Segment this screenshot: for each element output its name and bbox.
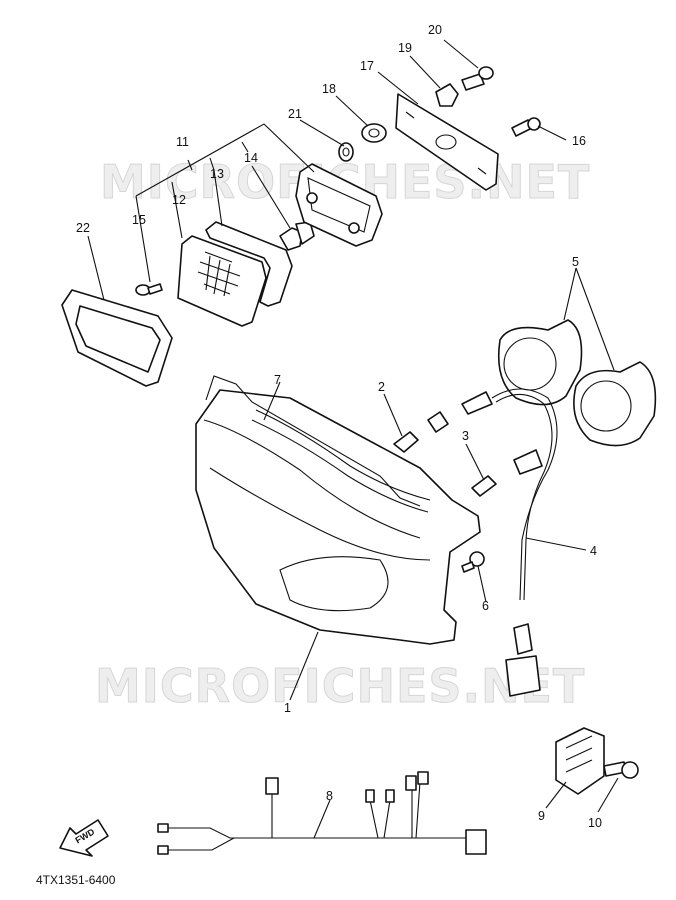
watermark-bottom: MICROFICHES.NET <box>95 659 585 713</box>
callout-14: 14 <box>244 151 258 165</box>
part-18-grommet <box>361 123 387 143</box>
callout-3: 3 <box>462 429 469 443</box>
part-13-gasket <box>205 221 293 307</box>
part-6-screw <box>461 551 485 573</box>
callout-11: 11 <box>176 135 189 149</box>
callout-15: 15 <box>132 213 146 227</box>
callout-13: 13 <box>210 167 224 181</box>
callout-5: 5 <box>572 255 579 269</box>
callout-4: 4 <box>590 544 597 558</box>
part-17-bracket <box>395 93 499 191</box>
part-15-screw <box>135 283 163 296</box>
part-11-housing <box>295 163 383 247</box>
part-19-nut <box>435 83 459 107</box>
callout-6: 6 <box>482 599 489 613</box>
part-7-strip <box>251 409 431 513</box>
callout-21: 21 <box>288 107 302 121</box>
part-14-bulb <box>279 221 315 251</box>
part-3-bulb <box>471 449 543 497</box>
part-21-washer <box>338 142 354 162</box>
callout-1: 1 <box>284 701 291 715</box>
callout-10: 10 <box>588 816 602 830</box>
part-9-relay <box>555 727 605 795</box>
part-4-wiring <box>491 388 558 697</box>
callout-18: 18 <box>322 82 336 96</box>
callout-20: 20 <box>428 23 442 37</box>
callout-12: 12 <box>172 193 186 207</box>
callout-16: 16 <box>572 134 586 148</box>
leader-lines <box>87 39 619 839</box>
part-5-bulb-covers <box>497 319 657 447</box>
callout-labels: 1 2 3 4 5 6 7 8 9 10 11 12 13 14 15 16 1… <box>76 23 602 830</box>
fwd-arrow-icon: FWD <box>59 819 109 857</box>
part-22-lens-frame <box>61 289 173 387</box>
part-2-bulb <box>393 391 493 453</box>
callout-9: 9 <box>538 809 545 823</box>
callout-19: 19 <box>398 41 412 55</box>
diagram-code: 4TX1351-6400 <box>36 873 116 887</box>
callout-8: 8 <box>326 789 333 803</box>
part-12-lens <box>177 235 267 327</box>
part-20-bolt <box>461 66 494 91</box>
part-1-headlight <box>195 375 481 645</box>
callout-7: 7 <box>274 373 281 387</box>
part-10-bolt <box>603 761 639 779</box>
part-8-harness <box>157 771 487 855</box>
callout-17: 17 <box>360 59 374 73</box>
callout-2: 2 <box>378 380 385 394</box>
callout-22: 22 <box>76 221 90 235</box>
part-16-screw <box>511 117 541 137</box>
